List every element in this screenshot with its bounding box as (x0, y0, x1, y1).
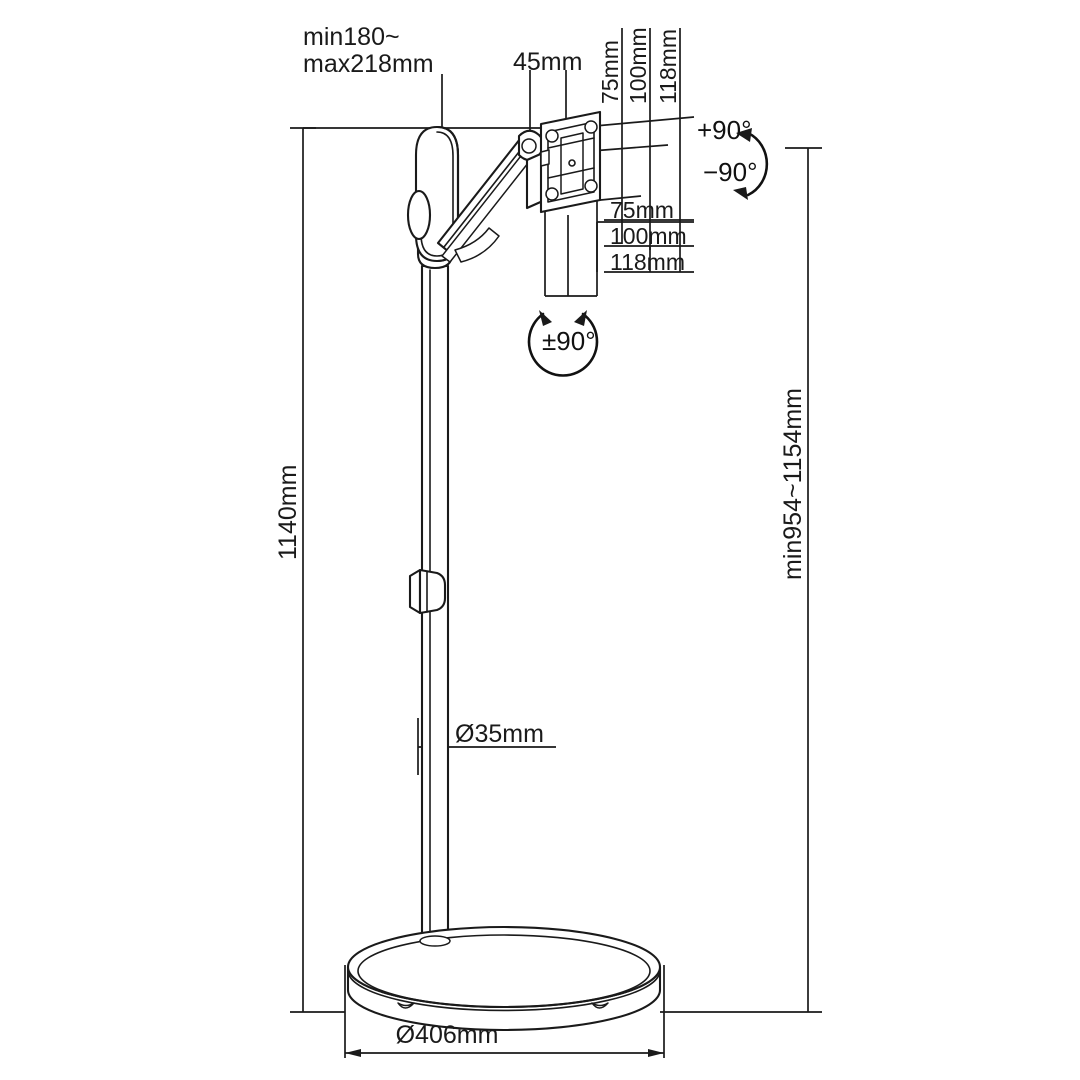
swivel-arc (527, 312, 599, 377)
swivel-rotation-symbol (527, 310, 599, 377)
base-foot-left (397, 1002, 415, 1009)
swivel-label: ±90° (542, 326, 596, 356)
clamp-back (408, 568, 422, 615)
pole-height-label: 1140mm (274, 465, 302, 560)
vesa-rail-top (547, 137, 595, 149)
vesa-mount-plate (539, 110, 602, 214)
arm-elbow-pin (521, 138, 537, 154)
vesa-horizontal-label-118: 118mm (610, 249, 685, 275)
pole-diameter-label: Ø35mm (455, 720, 544, 748)
vesa-screw-boss-tr (584, 120, 598, 134)
vesa-horizontal-label-75: 75mm (610, 197, 674, 223)
vesa-vertical-label-118: 118mm (655, 29, 681, 104)
pole-clamp (408, 568, 447, 615)
arm-extension-highlight (443, 142, 527, 248)
vesa-vertical-label-75: 75mm (597, 40, 623, 104)
reach-label-line2: max218mm (303, 50, 434, 78)
base-top-inner-ring (357, 934, 651, 1008)
mount-height-label: min954~1154mm (779, 388, 807, 580)
base-pole-boss (419, 935, 451, 947)
vesa-release-tab (540, 149, 550, 167)
dimension-lines (290, 28, 822, 1058)
tilt-negative-label: −90° (703, 157, 758, 187)
base-foot-right (591, 1002, 609, 1009)
vesa-screw-boss-br (584, 179, 598, 193)
vesa-rail-bottom (547, 167, 595, 179)
vesa-horizontal-label-100: 100mm (610, 223, 687, 249)
vesa-screw-boss-bl (545, 187, 559, 201)
base-dia-arrow-left (345, 1049, 361, 1057)
tilt-rotation-symbol (733, 128, 769, 200)
tilt-arrow-up (736, 128, 752, 142)
arm-underside-cover (454, 227, 500, 263)
vesa-center-hole (568, 159, 576, 167)
arm-tension-knob (406, 189, 432, 241)
swivel-arrow-left (539, 310, 552, 326)
tilt-arrow-down (733, 187, 748, 200)
monitor-arm-assembly (406, 125, 547, 270)
tilt-arc (746, 131, 769, 197)
tilt-positive-label: +90° (697, 115, 752, 145)
round-base (346, 925, 662, 1032)
vesa-vertical-label-100: 100mm (625, 27, 651, 104)
swivel-arrow-right (574, 310, 587, 326)
base-dia-arrow-right (648, 1049, 664, 1057)
clamp-lever (418, 568, 447, 615)
base-rim-line (348, 974, 660, 1012)
base-diameter-label: Ø406mm (396, 1021, 499, 1049)
bracket-offset-label: 45mm (513, 48, 582, 76)
reach-label-line1: min180~ (303, 23, 400, 51)
vesa-screw-boss-tl (545, 129, 559, 143)
